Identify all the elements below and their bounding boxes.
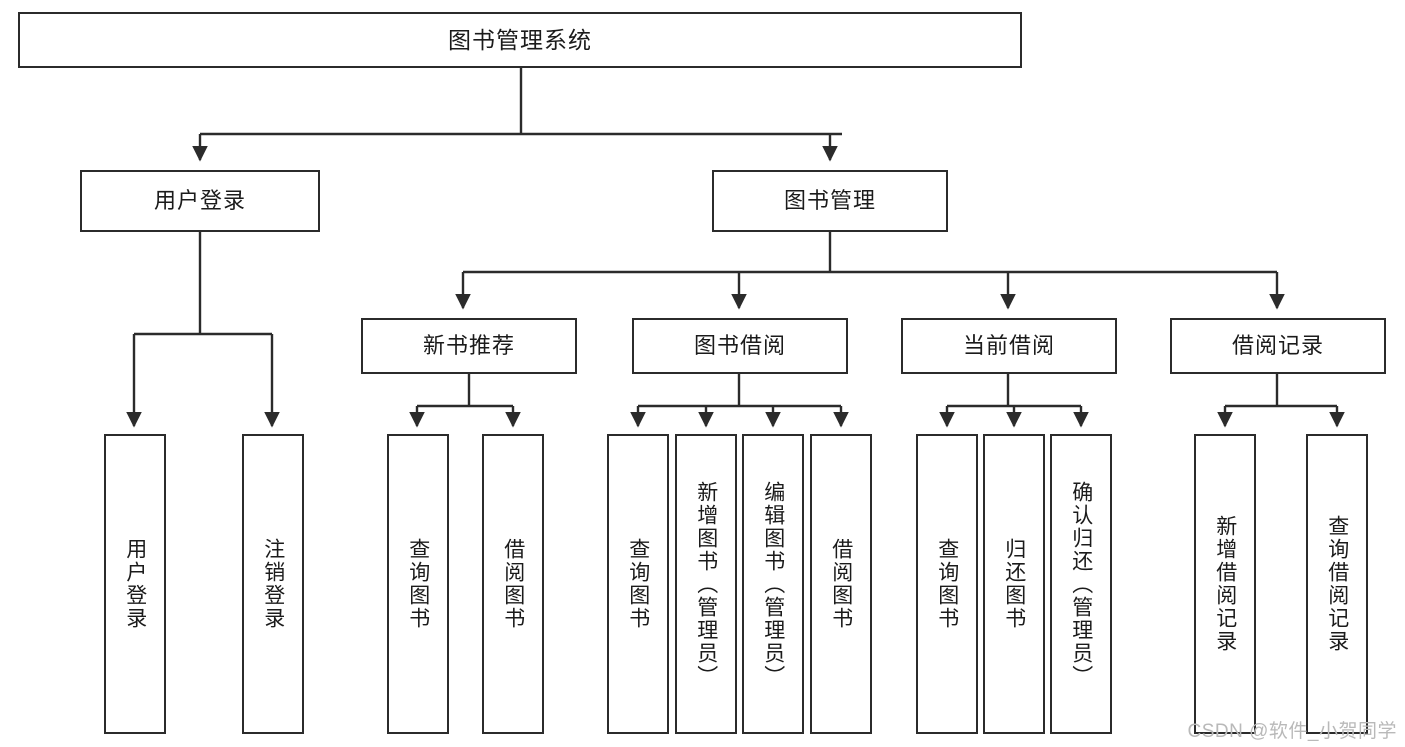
node-user-login[interactable]: 用户登录	[80, 170, 320, 232]
node-label: 图书管理系统	[448, 26, 592, 53]
node-label: 新增借阅记录	[1213, 515, 1237, 653]
node-leaf-user-login[interactable]: 用户登录	[104, 434, 166, 734]
node-leaf-query-record[interactable]: 查询借阅记录	[1306, 434, 1368, 734]
node-book-borrow[interactable]: 图书借阅	[632, 318, 848, 374]
node-leaf-query-book-1[interactable]: 查询图书	[387, 434, 449, 734]
node-leaf-return-book[interactable]: 归还图书	[983, 434, 1045, 734]
node-leaf-confirm-return[interactable]: 确认归还（管理员）	[1050, 434, 1112, 734]
node-label: 编辑图书（管理员）	[761, 480, 785, 688]
node-label: 查询图书	[626, 538, 650, 630]
node-current-borrow[interactable]: 当前借阅	[901, 318, 1117, 374]
node-leaf-borrow-book-2[interactable]: 借阅图书	[810, 434, 872, 734]
node-label: 查询图书	[935, 538, 959, 630]
node-label: 借阅图书	[829, 538, 853, 630]
node-label: 用户登录	[123, 538, 147, 630]
node-label: 借阅记录	[1231, 333, 1324, 359]
node-leaf-edit-book[interactable]: 编辑图书（管理员）	[742, 434, 804, 734]
node-book-management-system[interactable]: 图书管理系统	[18, 12, 1022, 68]
node-leaf-logout-login[interactable]: 注销登录	[242, 434, 304, 734]
node-label: 新书推荐	[422, 333, 515, 359]
node-label: 图书借阅	[693, 333, 786, 359]
node-label: 图书管理	[783, 188, 876, 214]
node-leaf-query-book-2[interactable]: 查询图书	[607, 434, 669, 734]
node-label: 确认归还（管理员）	[1069, 480, 1093, 688]
node-label: 用户登录	[153, 188, 246, 214]
node-leaf-add-book[interactable]: 新增图书（管理员）	[675, 434, 737, 734]
node-leaf-borrow-book-1[interactable]: 借阅图书	[482, 434, 544, 734]
node-borrow-record[interactable]: 借阅记录	[1170, 318, 1386, 374]
node-label: 新增图书（管理员）	[694, 480, 718, 688]
node-label: 查询借阅记录	[1325, 515, 1349, 653]
node-label: 归还图书	[1002, 538, 1026, 630]
node-leaf-add-record[interactable]: 新增借阅记录	[1194, 434, 1256, 734]
node-label: 查询图书	[406, 538, 430, 630]
node-label: 借阅图书	[501, 538, 525, 630]
node-new-book-recommend[interactable]: 新书推荐	[361, 318, 577, 374]
node-label: 注销登录	[261, 538, 285, 630]
node-label: 当前借阅	[962, 333, 1055, 359]
node-leaf-query-book-3[interactable]: 查询图书	[916, 434, 978, 734]
node-book-management[interactable]: 图书管理	[712, 170, 948, 232]
